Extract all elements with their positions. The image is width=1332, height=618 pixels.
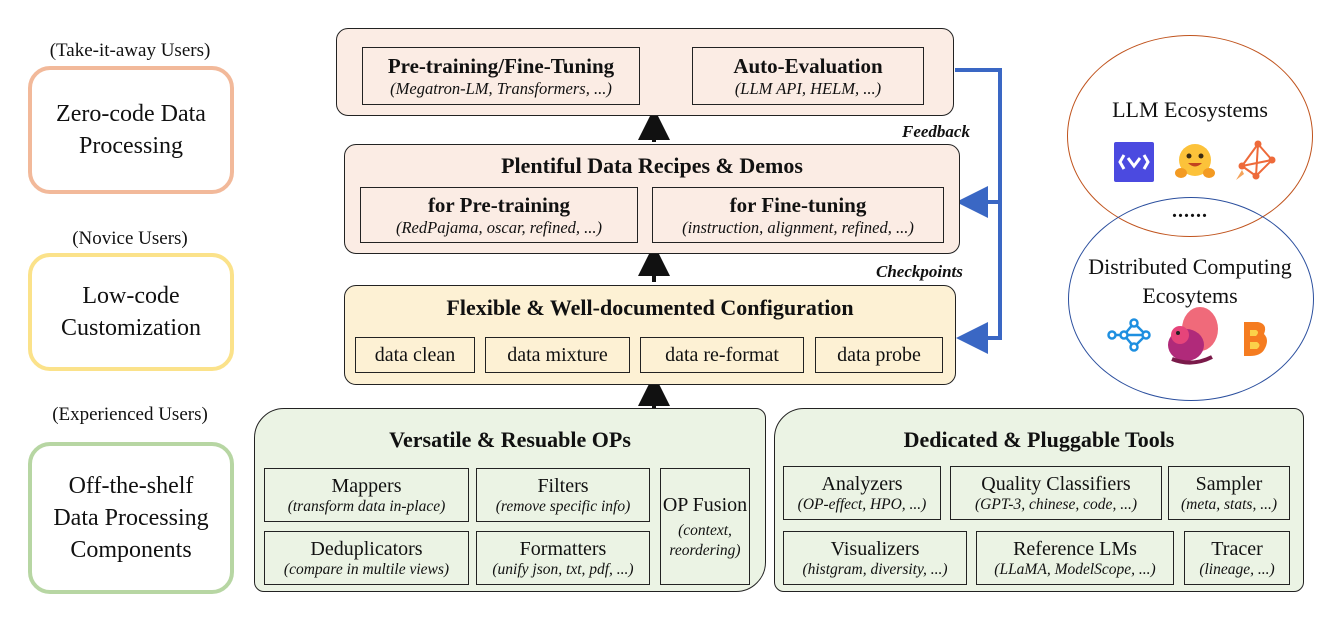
zero-code-label: Zero-code Data Processing — [56, 101, 206, 159]
pretrain-finetune-box: Pre-training/Fine-Tuning (Megatron-LM, T… — [362, 47, 640, 105]
tool-title: Analyzers — [821, 472, 903, 495]
op-sub: (compare in multile views) — [283, 560, 450, 578]
tool-sampler-box: Sampler (meta, stats, ...) — [1168, 466, 1290, 520]
op-deduplicators-box: Deduplicators (compare in multile views) — [264, 531, 469, 585]
training-panel — [336, 28, 954, 116]
off-the-shelf-label: Off-the-shelf Data Processing Components — [53, 473, 209, 563]
llm-ecosystem-title: LLM Ecosystems — [1112, 97, 1268, 122]
auto-evaluation-title: Auto-Evaluation — [733, 53, 883, 78]
tool-title: Tracer — [1211, 537, 1263, 560]
low-code-label: Low-code Customization — [61, 283, 201, 341]
b-logo-icon — [1238, 318, 1272, 358]
recipes-finetune-sub: (instruction, alignment, refined, ...) — [682, 217, 914, 237]
feedback-label: Feedback — [902, 122, 970, 141]
configuration-panel — [344, 285, 956, 385]
recipes-title: Plentiful Data Recipes & Demos — [501, 153, 803, 178]
tools-panel — [774, 408, 1304, 592]
op-sub: (transform data in-place) — [287, 497, 446, 515]
tool-sub: (LLaMA, ModelScope, ...) — [994, 560, 1156, 578]
op-title: Mappers — [331, 474, 402, 497]
off-the-shelf-box: Off-the-shelf Data Processing Components — [28, 442, 234, 594]
tool-sub: (meta, stats, ...) — [1180, 495, 1277, 513]
tool-title: Sampler — [1195, 472, 1263, 495]
user-level-label: (Take-it-away Users) — [49, 40, 211, 61]
op-sub: (unify json, txt, pdf, ...) — [492, 560, 634, 578]
tool-sub: (GPT-3, chinese, code, ...) — [975, 495, 1137, 513]
tool-sub: (lineage, ...) — [1199, 560, 1275, 578]
op-title: Filters — [537, 474, 589, 497]
recipes-finetune-box: for Fine-tuning (instruction, alignment,… — [652, 187, 944, 243]
ops-panel — [254, 408, 766, 592]
op-mappers-box: Mappers (transform data in-place) — [264, 468, 469, 522]
recipes-pretrain-sub: (RedPajama, oscar, refined, ...) — [395, 217, 603, 237]
configuration-title: Flexible & Well-documented Configuration — [446, 295, 854, 320]
config-chip: data clean — [355, 337, 475, 373]
tools-title: Dedicated & Pluggable Tools — [903, 427, 1175, 452]
distributed-ecosystem-circle — [1068, 197, 1314, 401]
tool-title: Quality Classifiers — [981, 472, 1131, 495]
pretrain-finetune-title: Pre-training/Fine-Tuning — [387, 53, 615, 78]
squirrel-logo-icon — [1164, 305, 1222, 367]
ops-title: Versatile & Resuable OPs — [389, 427, 631, 452]
model-hub-logo-icon — [1114, 142, 1154, 182]
user-level-label: (Experienced Users) — [52, 404, 208, 425]
recipes-finetune-title: for Fine-tuning — [729, 192, 867, 217]
graph-network-icon — [1232, 136, 1278, 186]
op-fusion-title: OP Fusion — [662, 493, 748, 516]
recipes-pretrain-title: for Pre-training — [427, 192, 571, 217]
op-fusion-sub: (context, reordering) — [669, 521, 741, 559]
zero-code-box: Zero-code Data Processing — [28, 66, 234, 194]
config-chip: data mixture — [485, 337, 630, 373]
low-code-box: Low-code Customization — [28, 253, 234, 371]
tool-sub: (OP-effect, HPO, ...) — [797, 495, 927, 513]
tool-sub: (histgram, diversity, ...) — [802, 560, 948, 578]
op-title: Deduplicators — [310, 537, 423, 560]
tool-tracer-box: Tracer (lineage, ...) — [1184, 531, 1290, 585]
tool-title: Reference LMs — [1013, 537, 1137, 560]
tool-analyzers-box: Analyzers (OP-effect, HPO, ...) — [783, 466, 941, 520]
user-level-label: (Novice Users) — [72, 228, 188, 249]
op-fusion-box: OP Fusion (context, reordering) — [660, 468, 750, 585]
config-chip: data re-format — [640, 337, 804, 373]
pretrain-finetune-sub: (Megatron-LM, Transformers, ...) — [390, 78, 612, 98]
hugging-face-icon — [1172, 140, 1218, 184]
tool-reference-lms-box: Reference LMs (LLaMA, ModelScope, ...) — [976, 531, 1174, 585]
op-formatters-box: Formatters (unify json, txt, pdf, ...) — [476, 531, 650, 585]
config-chip: data probe — [815, 337, 943, 373]
auto-evaluation-box: Auto-Evaluation (LLM API, HELM, ...) — [692, 47, 924, 105]
distributed-ecosystem-title: Distributed Computing Ecosytems — [1088, 254, 1292, 308]
checkpoints-label: Checkpoints — [876, 262, 963, 281]
auto-evaluation-sub: (LLM API, HELM, ...) — [734, 78, 882, 98]
op-sub: (remove specific info) — [495, 497, 631, 515]
op-filters-box: Filters (remove specific info) — [476, 468, 650, 522]
tool-visualizers-box: Visualizers (histgram, diversity, ...) — [783, 531, 967, 585]
recipes-pretrain-box: for Pre-training (RedPajama, oscar, refi… — [360, 187, 638, 243]
tool-title: Visualizers — [830, 537, 920, 560]
tool-quality-classifiers-box: Quality Classifiers (GPT-3, chinese, cod… — [950, 466, 1162, 520]
network-nodes-icon — [1106, 315, 1152, 355]
op-title: Formatters — [519, 537, 607, 560]
